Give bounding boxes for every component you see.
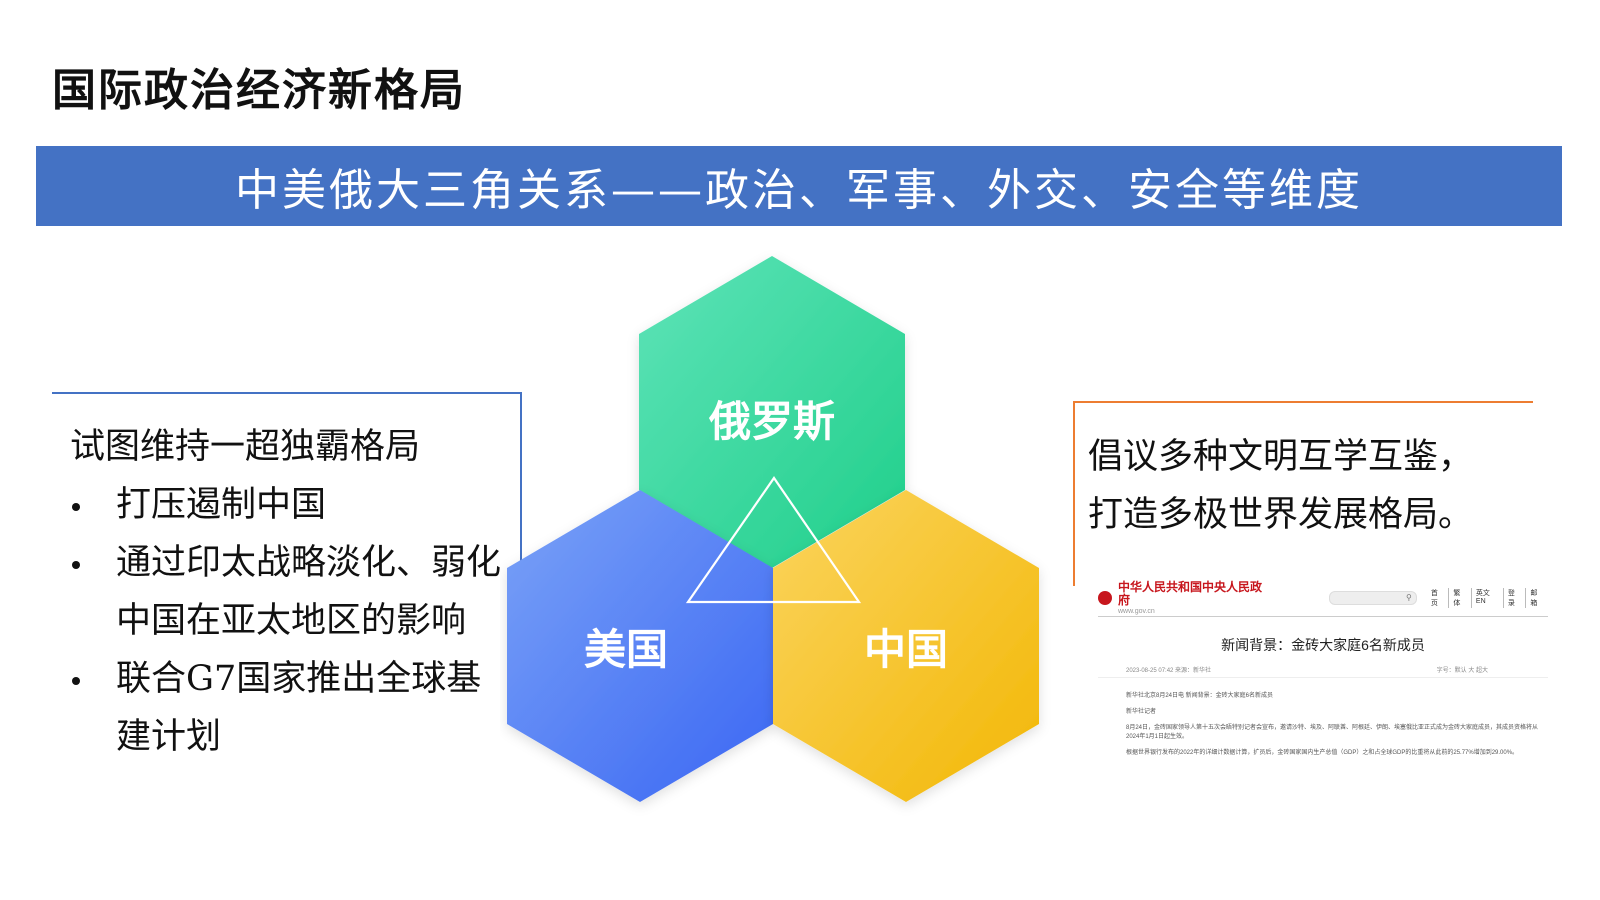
news-meta-date: 2023-08-25 07:42 来源：新华社 [1126, 668, 1212, 674]
right-frame [1073, 401, 1533, 586]
bullet-item: 联合G7国家推出全球基建计划 [70, 650, 510, 766]
hexagon-usa [507, 490, 773, 802]
news-header: 中华人民共和国中央人民政府 www.gov.cn ⚲ 首页 繁体 英文EN 登录… [1098, 579, 1548, 617]
label-russia: 俄罗斯 [708, 397, 835, 446]
news-nav-item: 繁体 [1449, 588, 1472, 608]
banner-text: 中美俄大三角关系——政治、军事、外交、安全等维度 [235, 165, 1363, 216]
hexagon-russia [639, 256, 905, 568]
news-site-brand: 中华人民共和国中央人民政府 www.gov.cn [1118, 579, 1271, 616]
news-paragraph: 根据世界银行发布的2022年的详细计数据计算，扩员后，金砖国家国内生产总值（GD… [1126, 750, 1519, 756]
news-nav-item: 英文EN [1472, 588, 1504, 608]
page-title: 国际政治经济新格局 [52, 65, 466, 116]
triangle-relationship-diagram: 俄罗斯 美国 中国 [507, 256, 1039, 802]
center-triangle-outline [685, 476, 862, 604]
right-line: 打造多极世界发展格局。 [1088, 495, 1474, 535]
national-emblem-icon [1098, 591, 1112, 605]
news-paragraph: 新华社北京8月24日电 新闻背景：金砖大家庭6名新成员 [1126, 693, 1274, 699]
right-panel: 倡议多种文明互学互鉴， 打造多极世界发展格局。 [1088, 428, 1558, 544]
hexagon-china [773, 490, 1039, 802]
right-line: 倡议多种文明互学互鉴， [1088, 437, 1474, 477]
news-screenshot: 中华人民共和国中央人民政府 www.gov.cn ⚲ 首页 繁体 英文EN 登录… [1098, 579, 1548, 784]
news-site-url: www.gov.cn [1118, 607, 1155, 615]
news-nav-item: 首页 [1427, 588, 1450, 608]
news-search-input: ⚲ [1328, 591, 1417, 605]
news-nav: 首页 繁体 英文EN 登录 邮箱 [1427, 588, 1548, 608]
left-frame [52, 392, 522, 592]
left-heading: 试图维持一超独霸格局 [70, 427, 421, 467]
label-china: 中国 [864, 625, 948, 674]
left-bullet-list: 打压遏制中国 通过印太战略淡化、弱化中国在亚太地区的影响 联合G7国家推出全球基… [70, 476, 510, 766]
news-nav-item: 登录 [1504, 588, 1527, 608]
news-paragraph: 8月24日，金砖国家领导人第十五次会晤特别记者会宣布，邀请沙特、埃及、阿联酋、阿… [1126, 725, 1539, 740]
label-usa: 美国 [584, 625, 668, 674]
news-paragraph: 新华社记者 [1126, 709, 1157, 715]
news-article-title: 新闻背景：金砖大家庭6名新成员 [1221, 637, 1425, 653]
bullet-item: 打压遏制中国 [70, 476, 510, 534]
news-article-body: 新华社北京8月24日电 新闻背景：金砖大家庭6名新成员 新华社记者 8月24日，… [1098, 692, 1548, 758]
left-panel: 试图维持一超独霸格局 打压遏制中国 通过印太战略淡化、弱化中国在亚太地区的影响 … [70, 418, 510, 766]
news-meta: 2023-08-25 07:42 来源：新华社 字号：默认 大 超大 [1098, 665, 1548, 678]
search-icon: ⚲ [1405, 593, 1412, 602]
bullet-item: 通过印太战略淡化、弱化中国在亚太地区的影响 [70, 534, 510, 650]
news-nav-item: 邮箱 [1530, 590, 1538, 607]
news-site-name: 中华人民共和国中央人民政府 [1118, 579, 1263, 607]
news-meta-font: 字号：默认 大 超大 [1436, 668, 1488, 674]
section-banner: 中美俄大三角关系——政治、军事、外交、安全等维度 [36, 146, 1562, 226]
